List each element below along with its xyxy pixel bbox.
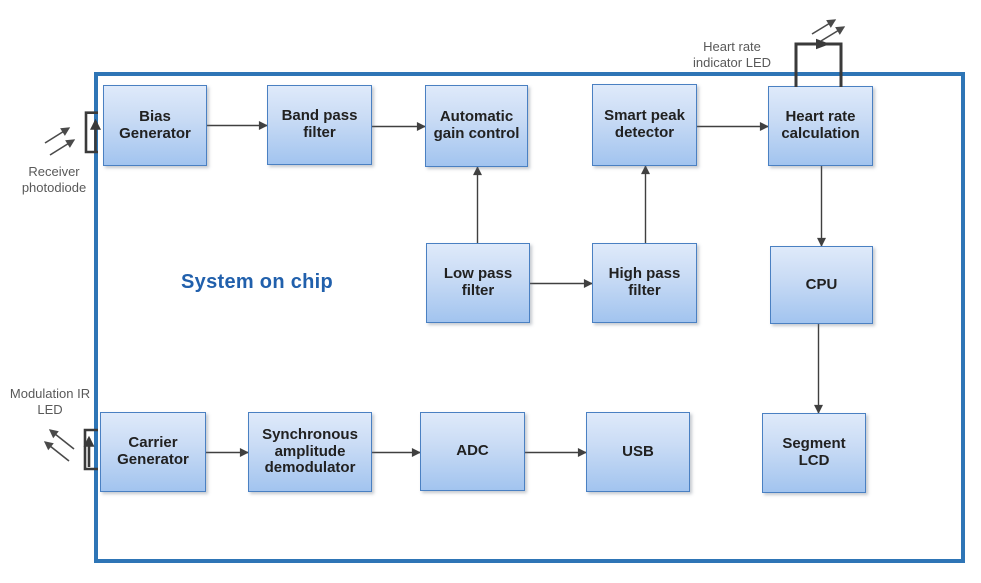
node-adc: ADC — [420, 412, 525, 491]
receiver-photodiode-label-line2: photodiode — [21, 179, 87, 195]
node-synchronous-amplitude-demodulator: Synchronous amplitude demodulator — [248, 412, 372, 492]
heart-rate-indicator-led-label-line2: indicator LED — [692, 54, 772, 70]
heart-rate-indicator-led-label: Heart rate indicator LED — [682, 39, 782, 71]
light-rays-in-icon — [44, 127, 76, 156]
modulation-ir-led-label-line2: LED — [37, 401, 63, 417]
receiver-photodiode-label: Receiver photodiode — [6, 164, 102, 196]
node-automatic-gain-control: Automatic gain control — [425, 85, 528, 167]
receiver-photodiode-label-line1: Receiver — [28, 164, 80, 179]
node-segment-lcd: Segment LCD — [762, 413, 866, 493]
node-high-pass-filter: High pass filter — [592, 243, 697, 323]
light-rays-out-icon — [43, 429, 75, 462]
modulation-ir-led-label-line1: Modulation IR — [9, 386, 91, 401]
node-heart-rate-calculation: Heart rate calculation — [768, 86, 873, 166]
led-loop-icon — [794, 38, 843, 87]
node-carrier-generator: Carrier Generator — [100, 412, 206, 492]
diagram-title: System on chip — [181, 271, 334, 293]
node-bias-generator: Bias Generator — [103, 85, 207, 166]
photodiode-bracket-icon — [84, 111, 101, 154]
led-bracket-icon — [83, 428, 98, 471]
node-low-pass-filter: Low pass filter — [426, 243, 530, 323]
node-cpu: CPU — [770, 246, 873, 324]
heart-rate-indicator-led-label-line1: Heart rate — [703, 39, 761, 54]
system-on-chip-boundary — [94, 72, 965, 563]
node-usb: USB — [586, 412, 690, 492]
node-smart-peak-detector: Smart peak detector — [592, 84, 697, 166]
node-band-pass-filter: Band pass filter — [267, 85, 372, 165]
modulation-ir-led-label: Modulation IR LED — [0, 386, 100, 418]
led-rays-icon — [811, 19, 846, 42]
